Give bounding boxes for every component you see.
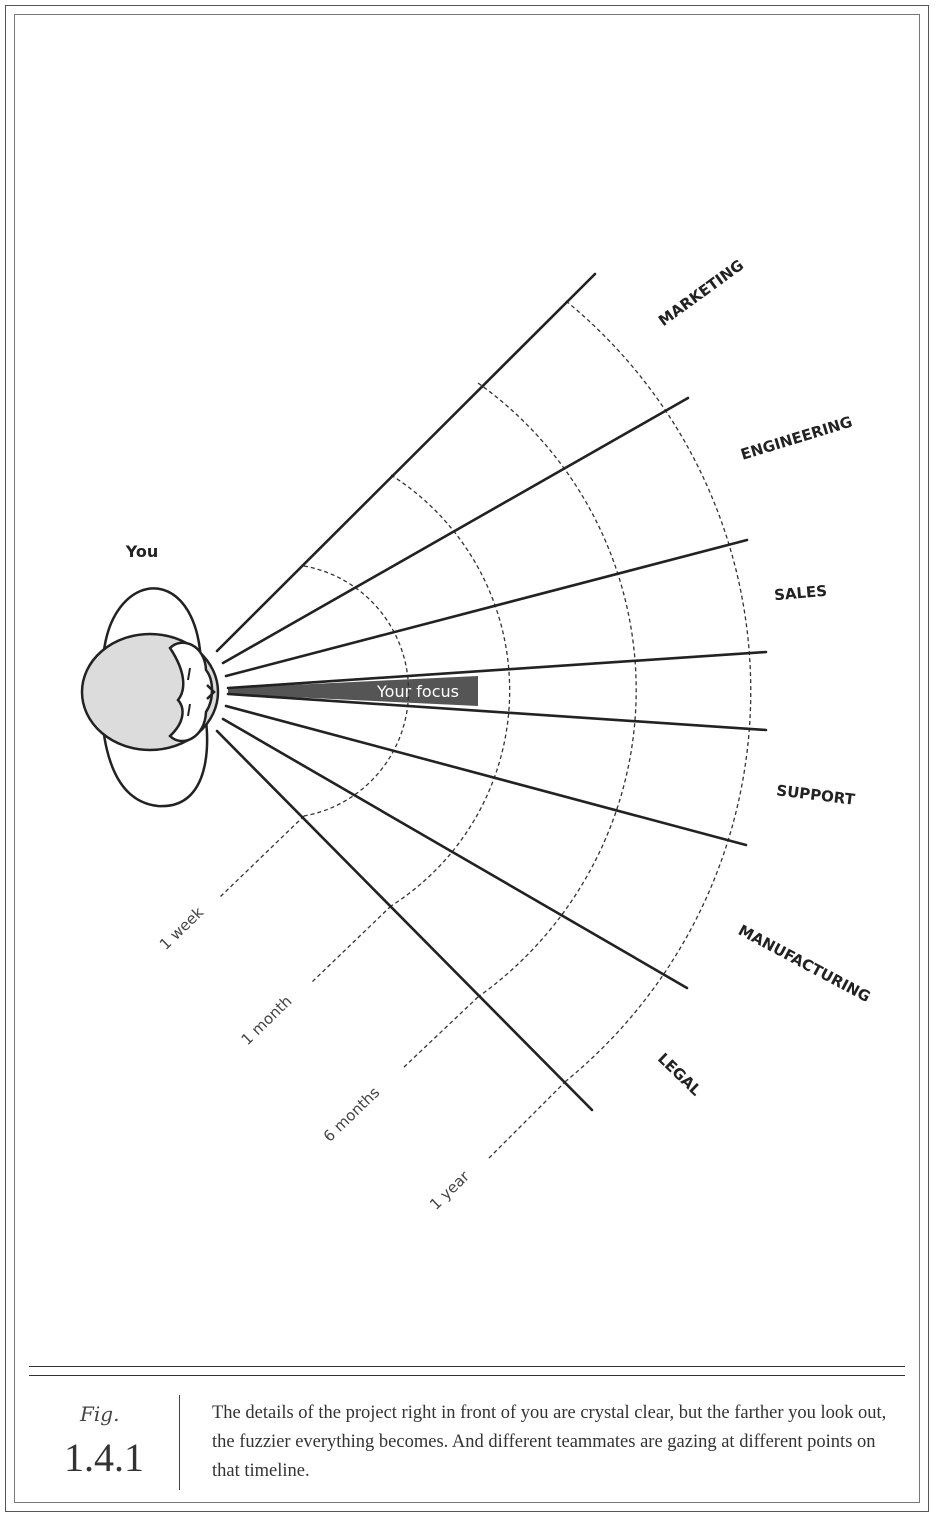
department-label-legal: LEGAL (654, 1049, 705, 1099)
timeline-arc-1-year (565, 300, 752, 1082)
ray-7 (221, 717, 689, 990)
ray-2 (221, 396, 690, 665)
timeline-arc-6-months (477, 382, 637, 998)
person-hair (168, 641, 214, 743)
person-ear-right (187, 703, 191, 717)
focus-wedge (228, 676, 478, 706)
department-label-manufacturing: MANUFACTURING (735, 921, 873, 1006)
figure-number: 1.4.1 (64, 1435, 144, 1480)
ray-5 (226, 692, 768, 732)
figure-label: Fig. (80, 1402, 120, 1426)
timeline-label-6-months: 6 months (320, 1083, 384, 1145)
ray-1 (215, 272, 597, 653)
caption-rule-bottom (29, 1375, 905, 1376)
ray-4 (226, 650, 768, 690)
ray-3 (224, 538, 749, 678)
department-label-engineering: ENGINEERING (739, 413, 855, 464)
caption-divider (179, 1395, 180, 1490)
timeline-leader-1-week (219, 815, 305, 898)
timeline-leader-1-month (311, 905, 392, 983)
ray-8 (215, 729, 594, 1112)
timeline-label-1-month: 1 month (238, 992, 296, 1049)
timeline-label-1-year: 1 year (426, 1167, 473, 1214)
inner-frame (14, 14, 920, 1503)
person-nose (206, 684, 216, 700)
person-figure (80, 587, 220, 808)
outer-frame (5, 5, 929, 1512)
caption-rule-top (29, 1366, 905, 1367)
focus-label: Your focus (376, 682, 459, 701)
timeline-arc-1-week (303, 565, 410, 817)
department-label-sales: SALES (773, 582, 827, 605)
person-label: You (125, 542, 159, 561)
department-label-support: SUPPORT (775, 781, 856, 809)
timeline-label-1-week: 1 week (156, 903, 207, 953)
ray-6 (224, 704, 748, 847)
timeline-arc-1-month (390, 474, 511, 907)
person-ear-left (187, 667, 191, 681)
department-label-marketing: MARKETING (655, 256, 747, 330)
timeline-leader-6-months (402, 996, 479, 1069)
timeline-leader-1-year (486, 1080, 567, 1161)
figure-caption: The details of the project right in fron… (212, 1403, 887, 1481)
